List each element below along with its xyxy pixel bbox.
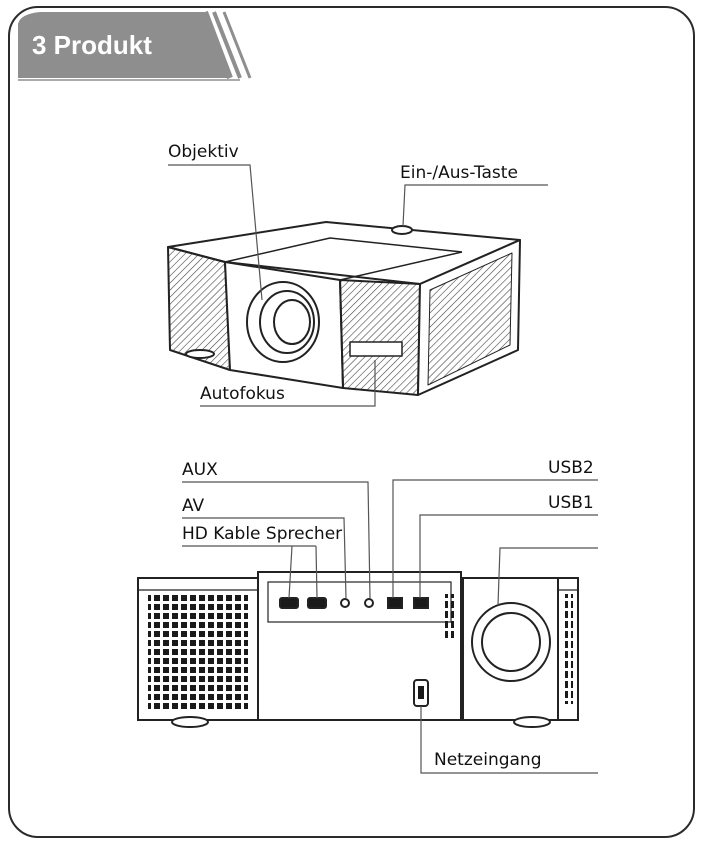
page-frame: [8, 6, 695, 838]
projector-front-view: [167, 221, 521, 396]
label-netzeingang: Netzeingang: [434, 750, 542, 770]
leader-lines-bottom: [182, 479, 598, 774]
leader-lines-top: [168, 164, 548, 407]
label-aux: AUX: [182, 460, 218, 480]
header-tab: [18, 10, 252, 81]
page-title: 3 Produkt: [32, 30, 152, 60]
label-autofokus: Autofokus: [200, 384, 285, 404]
label-hd: HD Kable Sprecher: [182, 524, 343, 544]
label-usb2: USB2: [548, 458, 594, 478]
projector-rear-view: [137, 571, 579, 728]
label-usb1: USB1: [548, 493, 594, 513]
label-objektiv: Objektiv: [168, 142, 239, 162]
label-power-button: Ein-/Aus-Taste: [400, 163, 518, 183]
label-av: AV: [182, 496, 205, 516]
